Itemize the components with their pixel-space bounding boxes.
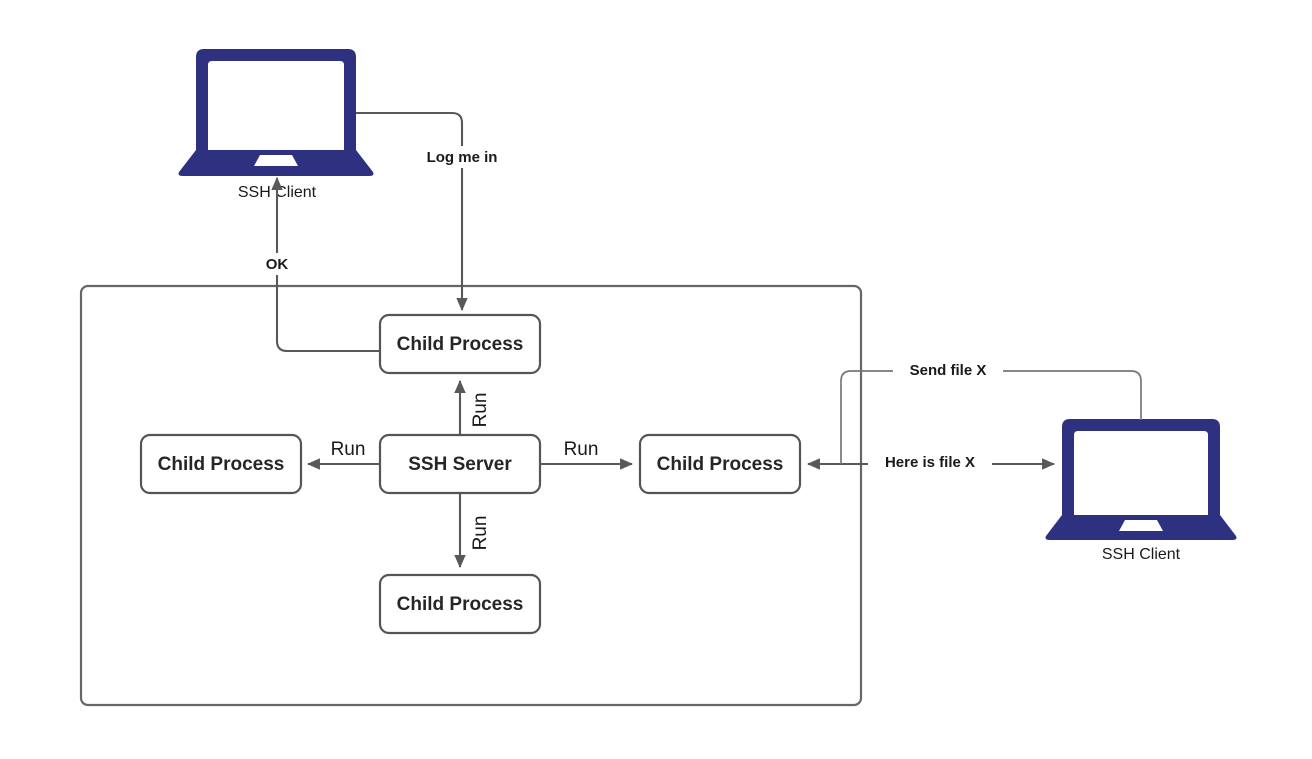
node-label-child-process-left: Child Process	[158, 454, 285, 475]
edge-here-is-file-x-label: Here is file X	[885, 454, 975, 471]
node-child-process-top[interactable]	[378, 313, 542, 375]
edge-send-file-x-label: Send file X	[910, 362, 987, 379]
edge-run-left-label-bg	[325, 438, 371, 460]
edge-ok	[271, 176, 380, 353]
edge-run-left-label: Run	[331, 439, 366, 460]
node-child-process-right[interactable]	[638, 433, 802, 495]
edge-send-file-x	[840, 370, 1142, 464]
node-label-child-process-right: Child Process	[657, 454, 784, 475]
edge-run-down-label: Run	[470, 516, 491, 551]
edge-log-me-in-label-bg	[410, 146, 514, 168]
edge-ok-label-bg	[256, 253, 298, 275]
node-label-ssh-server: SSH Server	[408, 454, 512, 475]
edge-log-me-in	[356, 111, 468, 312]
laptop-icon-client-top	[178, 49, 374, 176]
edge-log-me-in-label: Log me in	[427, 149, 498, 166]
node-child-process-bottom[interactable]	[378, 573, 542, 635]
edge-here-is-file-x-label-bg	[868, 452, 992, 474]
edge-ok-label: OK	[266, 256, 289, 273]
ssh-server-container	[79, 284, 863, 707]
laptop-icon-client-right	[1045, 419, 1237, 540]
edge-run-right-label-bg	[558, 438, 604, 460]
edge-run-right-label: Run	[564, 439, 599, 460]
edge-send-file-x-label-bg	[893, 360, 1003, 382]
node-label-child-process-top: Child Process	[397, 334, 524, 355]
edge-run-up-label: Run	[470, 393, 491, 428]
node-child-process-left[interactable]	[139, 433, 303, 495]
device-label-client-right: SSH Client	[1102, 546, 1181, 563]
node-label-child-process-bottom: Child Process	[397, 594, 524, 615]
